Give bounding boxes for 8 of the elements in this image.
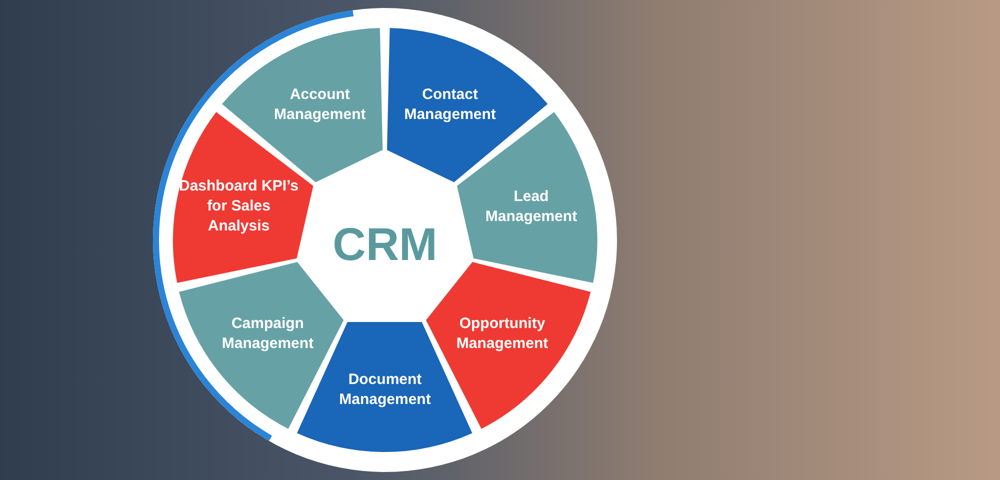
- segment-label: Campaign Management: [220, 313, 315, 354]
- segment-label: Lead Management: [484, 186, 578, 227]
- segment-label: Dashboard KPI’s for Sales Analysis: [178, 176, 300, 237]
- segment-label: Opportunity Management: [455, 313, 550, 354]
- segment-label: Account Management: [273, 84, 367, 125]
- center-title: CRM: [332, 216, 438, 272]
- segment-label: Document Management: [338, 370, 432, 410]
- segment-label: Contact Management: [403, 84, 497, 125]
